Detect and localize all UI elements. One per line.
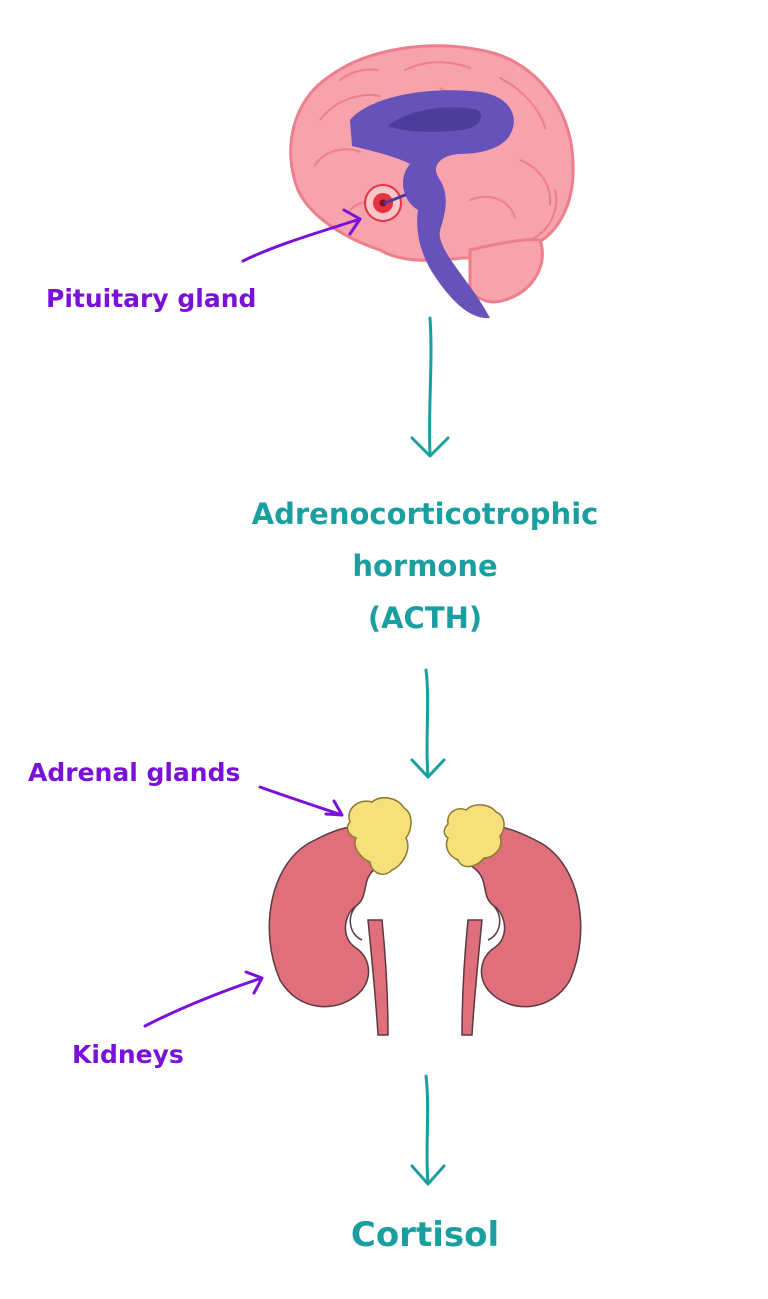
pituitary-stalk: [383, 193, 407, 205]
flow-arrow-pituitary-to-acth: [410, 316, 450, 458]
flow-arrow-acth-to-adrenal: [410, 668, 446, 779]
flow-arrow-kidneys-to-cortisol: [410, 1074, 446, 1186]
left-ureter: [367, 919, 389, 1036]
right-ureter: [461, 919, 483, 1036]
kidneys-label: Kidneys: [72, 1040, 184, 1069]
adrenal-glands-label: Adrenal glands: [28, 758, 241, 787]
brain-core: [350, 90, 514, 319]
brain-core-inner: [388, 107, 482, 132]
acth-label-line3: (ACTH): [367, 601, 483, 635]
acth-label-line2: hormone: [352, 549, 498, 583]
acth-label-line1: Adrenocorticotrophic: [251, 497, 599, 531]
cortisol-label: Cortisol: [350, 1215, 500, 1255]
right-adrenal-gland: [443, 804, 505, 868]
pituitary-gland-label: Pituitary gland: [46, 284, 257, 313]
acth-label: Adrenocorticotrophic hormone (ACTH): [200, 488, 650, 644]
left-kidney-group: [268, 796, 412, 1036]
left-kidney-hilum: [349, 905, 363, 941]
pituitary-pointer-arrow: [241, 208, 362, 263]
pituitary-marker-dot: [379, 199, 387, 207]
right-kidney-group: [443, 804, 582, 1036]
right-kidney-hilum: [487, 905, 501, 941]
brain-illustration: [289, 44, 575, 319]
kidney-pointer-arrow: [143, 970, 264, 1028]
brain-cerebellum: [468, 238, 544, 304]
left-adrenal-gland: [346, 796, 412, 875]
adrenal-pointer-arrow: [258, 785, 344, 817]
